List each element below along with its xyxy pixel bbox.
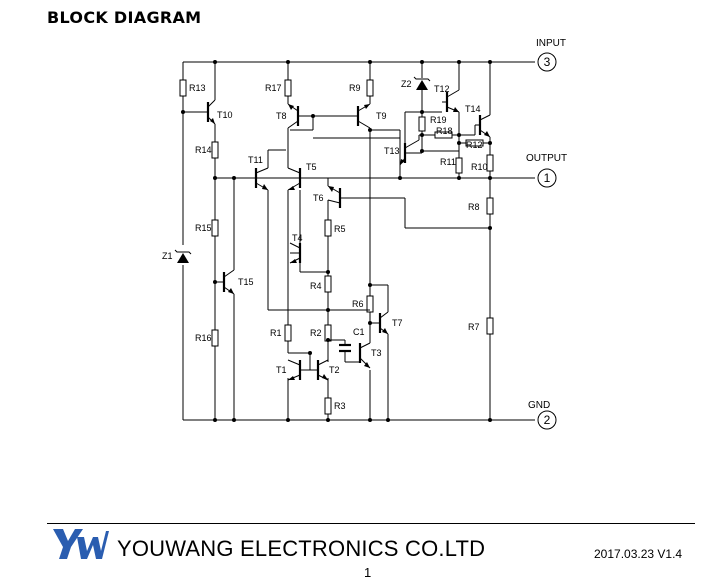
label-t12: T12 <box>434 84 450 94</box>
page-title: BLOCK DIAGRAM <box>47 8 202 27</box>
transistor-t5 <box>287 167 306 191</box>
pin-input: 3 INPUT <box>536 38 566 72</box>
label-t4: T4 <box>292 233 303 243</box>
transistor-t10 <box>206 99 216 125</box>
transistor-t7 <box>370 311 389 335</box>
resistor-r3 <box>324 397 332 415</box>
transistor-t2 <box>300 353 329 381</box>
resistor-r8 <box>486 197 494 215</box>
zener-z2 <box>413 76 431 90</box>
transistor-t1 <box>287 359 302 381</box>
label-r3: R3 <box>334 401 346 411</box>
transistors <box>206 89 491 381</box>
block-diagram: 3 INPUT 1 OUTPUT 2 GND R13 T10 R14 T11 R… <box>162 38 567 430</box>
pin-input-number: 3 <box>544 55 551 69</box>
transistor-t8 <box>287 103 300 129</box>
resistor-r16 <box>211 329 219 347</box>
transistor-t14 <box>475 114 491 138</box>
transistor-t12 <box>442 89 460 113</box>
label-r19: R19 <box>430 115 447 125</box>
resistor-r19 <box>418 116 426 132</box>
label-t5: T5 <box>306 162 317 172</box>
label-r14: R14 <box>195 145 212 155</box>
resistor-r17 <box>284 79 292 97</box>
label-t1: T1 <box>276 365 287 375</box>
zener-z1 <box>174 249 192 263</box>
label-r12: R12 <box>466 140 483 150</box>
resistor-r12 <box>465 139 484 147</box>
label-r6: R6 <box>352 299 364 309</box>
resistor-r11 <box>455 157 463 174</box>
resistor-r15 <box>211 219 219 237</box>
pin-gnd-label: GND <box>528 400 550 411</box>
label-t7: T7 <box>392 318 403 328</box>
pin-output: 1 OUTPUT <box>526 153 567 188</box>
resistor-r13 <box>179 79 187 97</box>
label-r13: R13 <box>189 83 206 93</box>
label-r1: R1 <box>270 328 282 338</box>
label-t10: T10 <box>217 110 233 120</box>
resistor-r4 <box>324 275 332 293</box>
label-t6: T6 <box>313 193 324 203</box>
label-t15: T15 <box>238 277 254 287</box>
document-version: 2017.03.23 V1.4 <box>594 547 683 561</box>
pin-input-label: INPUT <box>536 38 566 49</box>
resistor-r14 <box>211 141 219 159</box>
company-name: YOUWANG ELECTRONICS CO.LTD <box>117 536 486 561</box>
transistor-t4 <box>289 242 302 264</box>
label-r11: R11 <box>440 157 456 167</box>
label-r9: R9 <box>349 83 361 93</box>
label-r10: R10 <box>471 162 488 172</box>
label-r2: R2 <box>310 328 322 338</box>
transistor-t15 <box>222 269 235 295</box>
label-t3: T3 <box>371 348 382 358</box>
resistor-r10 <box>486 154 494 172</box>
resistor-r6 <box>366 295 374 313</box>
transistor-t6 <box>327 178 342 208</box>
resistor-r7 <box>486 317 494 335</box>
label-r4: R4 <box>310 281 322 291</box>
label-r17: R17 <box>265 83 282 93</box>
label-r8: R8 <box>468 202 480 212</box>
transistor-t13 <box>399 135 422 166</box>
page-number: 1 <box>364 565 372 580</box>
label-r5: R5 <box>334 224 346 234</box>
label-t13: T13 <box>384 146 400 156</box>
pin-gnd-number: 2 <box>544 413 551 427</box>
transistor-t9 <box>356 103 371 129</box>
label-r15: R15 <box>195 223 212 233</box>
label-r16: R16 <box>195 333 212 343</box>
component-labels: R13 T10 R14 T11 R15 Z1 T15 R16 R17 T8 R9… <box>162 79 488 411</box>
resistor-r9 <box>366 79 374 97</box>
label-c1: C1 <box>353 327 365 337</box>
resistor-r18 <box>434 131 453 139</box>
label-t11: T11 <box>248 155 263 165</box>
capacitor-c1 <box>339 343 351 353</box>
label-z2: Z2 <box>401 79 412 89</box>
label-r7: R7 <box>468 322 480 332</box>
footer-divider <box>47 523 695 524</box>
resistor-r1 <box>284 324 292 342</box>
transistor-t3 <box>358 330 371 369</box>
label-t8: T8 <box>276 111 287 121</box>
label-t9: T9 <box>376 111 387 121</box>
pin-output-number: 1 <box>544 171 551 185</box>
label-t14: T14 <box>465 104 481 114</box>
pin-gnd: 2 GND <box>528 400 557 430</box>
label-t2: T2 <box>329 365 340 375</box>
resistor-r5 <box>324 219 332 237</box>
label-r18: R18 <box>436 126 453 136</box>
transistor-t11 <box>234 167 269 191</box>
junction-dots <box>181 60 492 422</box>
pin-output-label: OUTPUT <box>526 153 567 164</box>
label-z1: Z1 <box>162 251 173 261</box>
youwang-logo <box>53 529 109 559</box>
